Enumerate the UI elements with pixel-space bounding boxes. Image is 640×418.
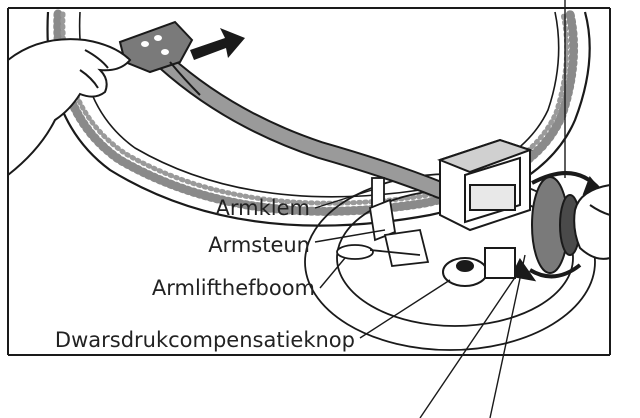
direction-arrow xyxy=(190,28,245,60)
arm-lift-lever xyxy=(336,244,421,260)
label-arm-rest: Armsteun xyxy=(208,233,310,257)
illustration-frame xyxy=(7,7,611,356)
label-arm-lift-lever: Armlifthefboom xyxy=(152,276,315,300)
leader-arm-lift-lever xyxy=(319,257,346,289)
anti-skate-knob xyxy=(442,247,516,287)
leader-lines xyxy=(314,0,566,418)
pivot-housing xyxy=(437,138,534,232)
tonearm xyxy=(118,20,449,199)
arm-rest-mechanism xyxy=(369,177,430,267)
right-hand xyxy=(573,183,611,260)
leader-arm-clamp xyxy=(314,189,373,209)
label-arm-clamp: Armklem xyxy=(216,196,310,220)
left-hand xyxy=(7,38,132,178)
leader-arm-rest xyxy=(314,229,386,243)
label-anti-skate-knob: Dwarsdrukcompensatieknop xyxy=(55,328,355,352)
leader-anti-skate-knob xyxy=(359,279,451,339)
